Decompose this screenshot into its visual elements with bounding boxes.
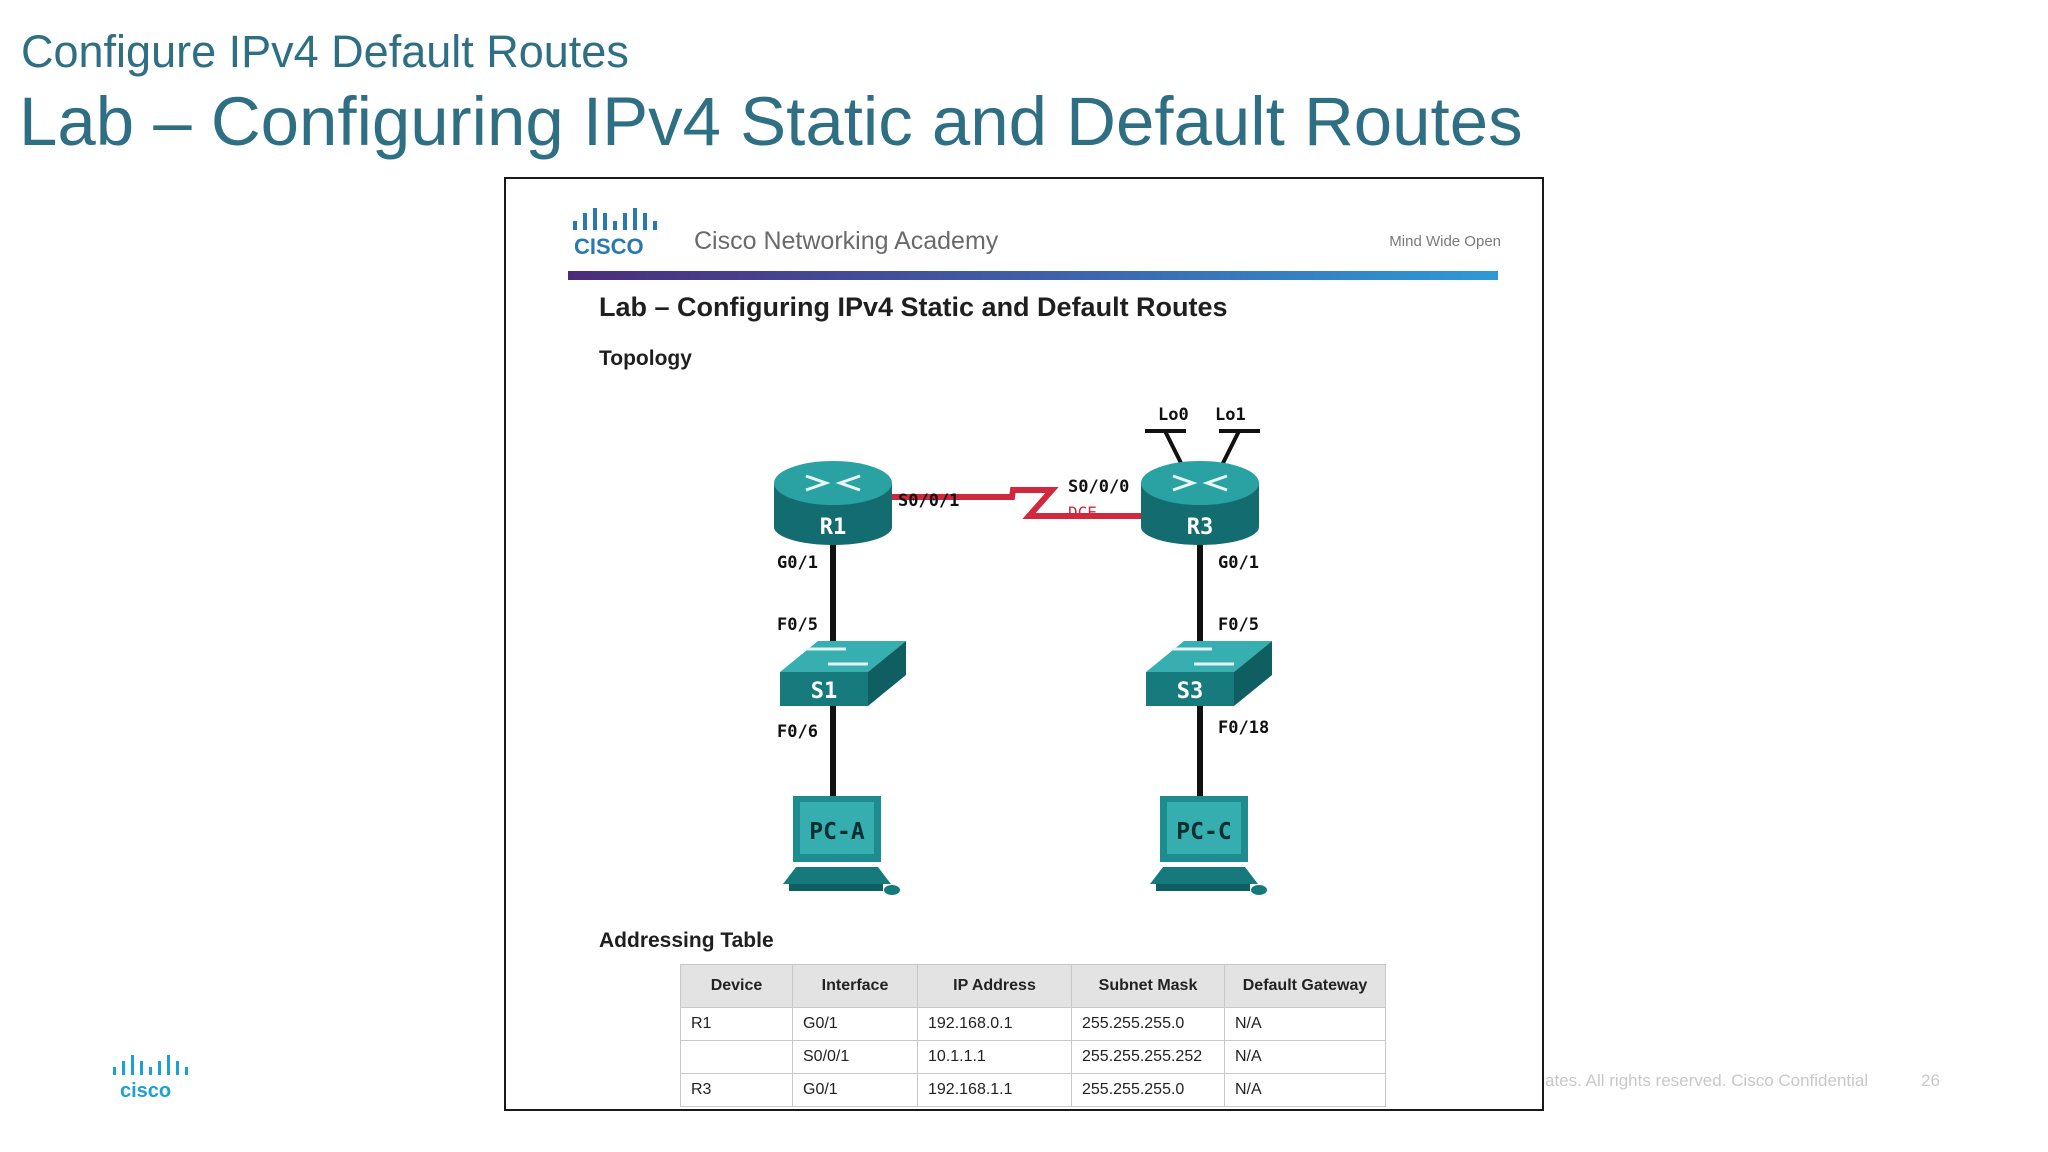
column-header: Device xyxy=(680,964,793,1008)
academy-name: Cisco Networking Academy xyxy=(694,227,999,255)
serial-link xyxy=(884,487,1151,519)
addressing-table: Device Interface IP Address Subnet Mask … xyxy=(680,964,1386,1107)
topology-diagram: R1 R3 S1 S3 xyxy=(774,405,1272,895)
interface-label: G0/1 xyxy=(1218,553,1259,573)
table-row: S0/0/1 10.1.1.1 255.255.255.252 N/A xyxy=(680,1040,1386,1074)
table-cell: G0/1 xyxy=(792,1073,918,1107)
column-header: Subnet Mask xyxy=(1071,964,1225,1008)
cisco-logo-text: CISCO xyxy=(574,234,644,257)
addressing-heading: Addressing Table xyxy=(599,929,774,952)
table-cell: 255.255.255.0 xyxy=(1071,1073,1225,1107)
table-row: R1 G0/1 192.168.0.1 255.255.255.0 N/A xyxy=(680,1007,1386,1041)
switch-icon: S3 xyxy=(1146,641,1272,706)
loopback-antennas xyxy=(1145,429,1260,470)
router-label: R3 xyxy=(1187,515,1214,540)
table-cell xyxy=(680,1040,793,1074)
table-cell: 192.168.1.1 xyxy=(917,1073,1072,1107)
table-cell: 255.255.255.252 xyxy=(1071,1040,1225,1074)
interface-label: S0/0/1 xyxy=(898,491,959,511)
loopback-label: Lo0 xyxy=(1158,405,1189,425)
table-header-row: Device Interface IP Address Subnet Mask … xyxy=(680,964,1386,1008)
table-cell: R1 xyxy=(680,1007,793,1041)
table-cell: N/A xyxy=(1224,1040,1386,1074)
pc-icon: PC-A xyxy=(783,796,900,895)
column-header: IP Address xyxy=(917,964,1072,1008)
lab-document-image: CISCO Cisco Networking Academy Mind Wide… xyxy=(504,177,1544,1111)
cisco-logo-icon: CISCO xyxy=(573,208,657,257)
table-cell: N/A xyxy=(1224,1007,1386,1041)
switch-icon: S1 xyxy=(780,641,906,706)
document-title: Lab – Configuring IPv4 Static and Defaul… xyxy=(599,292,1228,322)
switch-label: S3 xyxy=(1177,679,1204,704)
table-cell: S0/0/1 xyxy=(792,1040,918,1074)
slide-subtitle: Configure IPv4 Default Routes xyxy=(21,26,629,77)
router-label: R1 xyxy=(820,515,847,540)
page-number: 26 xyxy=(1921,1071,1940,1090)
interface-label: F0/5 xyxy=(777,615,818,635)
table-cell: 192.168.0.1 xyxy=(917,1007,1072,1041)
column-header: Interface xyxy=(792,964,918,1008)
brand-color-bar xyxy=(568,271,1498,280)
table-cell: 255.255.255.0 xyxy=(1071,1007,1225,1041)
interface-label: F0/6 xyxy=(777,722,818,742)
interface-label: S0/0/0 xyxy=(1068,477,1129,497)
router-icon: R3 xyxy=(1141,461,1259,545)
footer-logo-text: cisco xyxy=(120,1080,171,1102)
loopback-label: Lo1 xyxy=(1215,405,1246,425)
table-cell: R3 xyxy=(680,1073,793,1107)
pc-label: PC-A xyxy=(809,819,865,845)
dce-label: DCE xyxy=(1068,503,1097,522)
table-row: R3 G0/1 192.168.1.1 255.255.255.0 N/A xyxy=(680,1073,1386,1107)
column-header: Default Gateway xyxy=(1224,964,1386,1008)
pc-label: PC-C xyxy=(1176,819,1231,845)
pc-icon: PC-C xyxy=(1150,796,1267,895)
academy-header: CISCO Cisco Networking Academy Mind Wide… xyxy=(566,201,1501,257)
interface-label: F0/5 xyxy=(1218,615,1259,635)
table-cell: 10.1.1.1 xyxy=(917,1040,1072,1074)
footer-copyright: ates. All rights reserved. Cisco Confide… xyxy=(1545,1071,1869,1090)
interface-label: F0/18 xyxy=(1218,718,1269,738)
slide-title: Lab – Configuring IPv4 Static and Defaul… xyxy=(19,83,1523,160)
topology-heading: Topology xyxy=(599,347,692,370)
table-cell: N/A xyxy=(1224,1073,1386,1107)
router-icon: R1 xyxy=(774,461,892,545)
table-cell: G0/1 xyxy=(792,1007,918,1041)
switch-label: S1 xyxy=(811,679,838,704)
cisco-footer-logo-icon: cisco xyxy=(113,1055,188,1102)
tagline: Mind Wide Open xyxy=(1389,233,1501,250)
interface-label: G0/1 xyxy=(777,553,818,573)
